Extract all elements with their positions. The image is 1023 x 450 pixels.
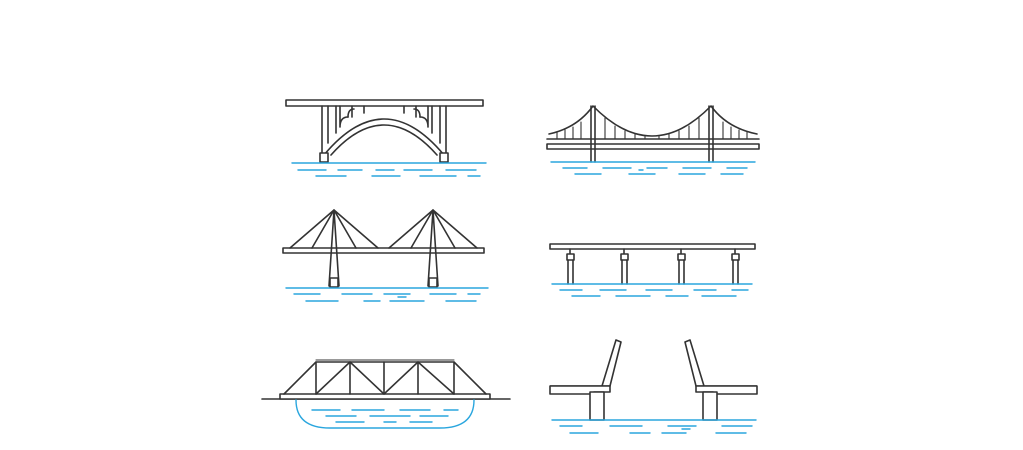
beam-bridge-icon [546,240,761,305]
truss-bridge-icon [260,356,512,436]
drawbridge-icon [546,336,761,441]
arch-bridge-icon [280,95,490,185]
suspension-bridge-icon [543,98,763,183]
cable-stayed-bridge-icon [280,204,495,309]
